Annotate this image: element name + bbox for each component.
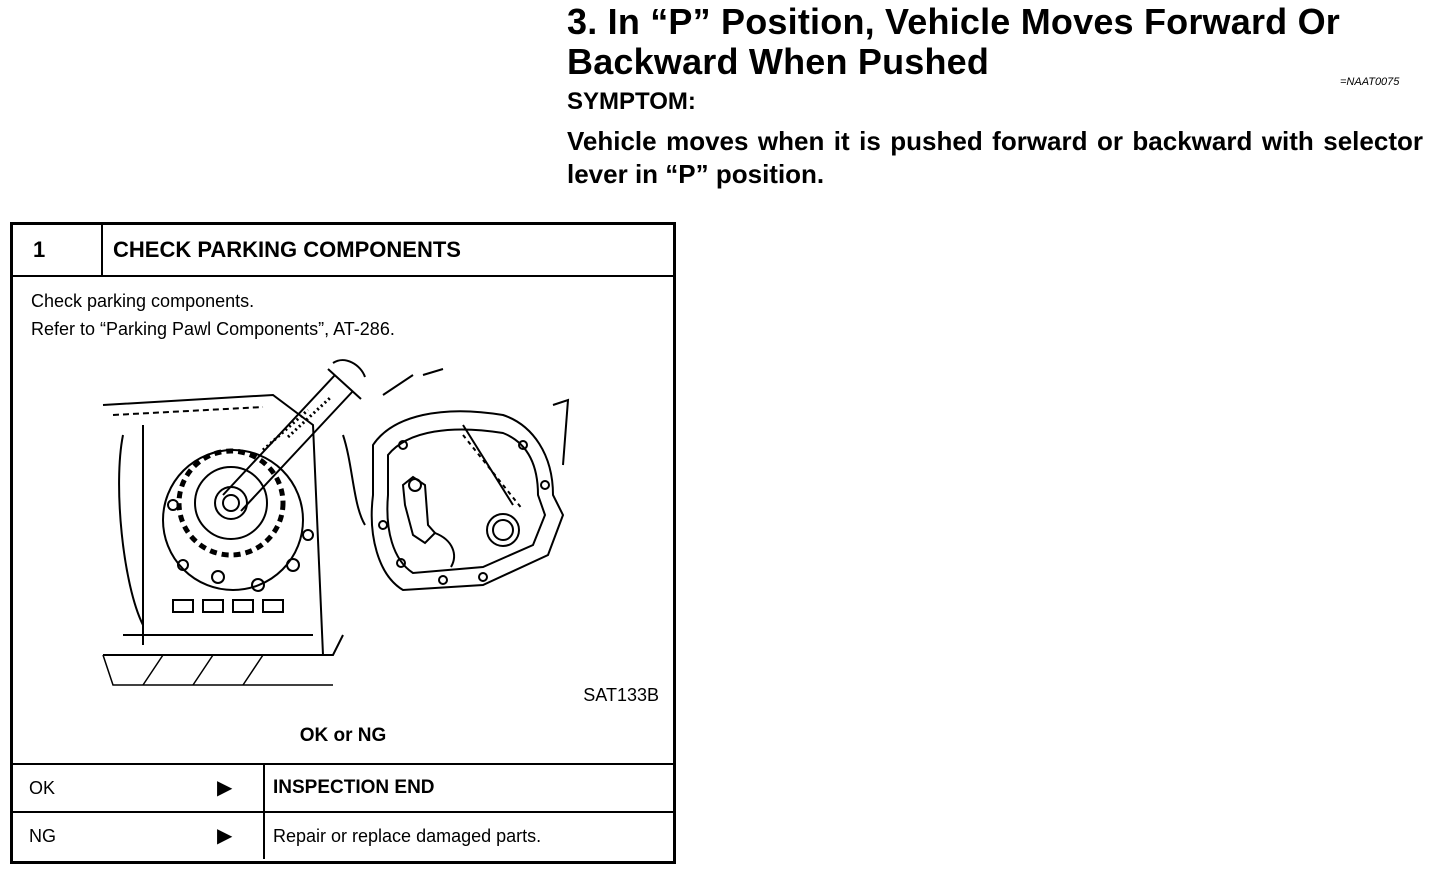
symptom-description: Vehicle moves when it is pushed forward … [567,126,1423,189]
reference-code: =NAAT0075 [1340,76,1400,88]
column-divider [263,813,265,859]
instruction-reference: Refer to “Parking Pawl Components”, AT-2… [31,319,395,339]
step-title: CHECK PARKING COMPONENTS [113,237,461,262]
right-arrow-icon: ▶ [217,825,233,847]
right-arrow-icon: ▶ [217,777,233,799]
result-label: OK [29,778,56,798]
parking-components-illustration [102,359,570,686]
result-row-ng: NG ▶ Repair or replace damaged parts. [13,811,673,859]
step-header: 1 CHECK PARKING COMPONENTS [13,225,673,277]
result-action: INSPECTION END [273,777,435,798]
ok-or-ng-label: OK or NG [299,725,387,746]
result-row-ok: OK ▶ INSPECTION END [13,763,673,811]
step-instruction: Check parking components. Refer to “Park… [31,287,395,343]
column-divider [263,765,265,811]
instruction-line: Check parking components. [31,291,255,311]
figure-code: SAT133B [583,685,659,705]
section-heading: 3. In “P” Position, Vehicle Moves Forwar… [567,1,1340,82]
result-label: NG [29,826,56,846]
inspection-step-box: 1 CHECK PARKING COMPONENTS Check parking… [10,222,676,864]
result-action: Repair or replace damaged parts. [273,826,542,846]
symptom-label: SYMPTOM: [567,88,696,115]
step-number: 1 [13,225,103,275]
